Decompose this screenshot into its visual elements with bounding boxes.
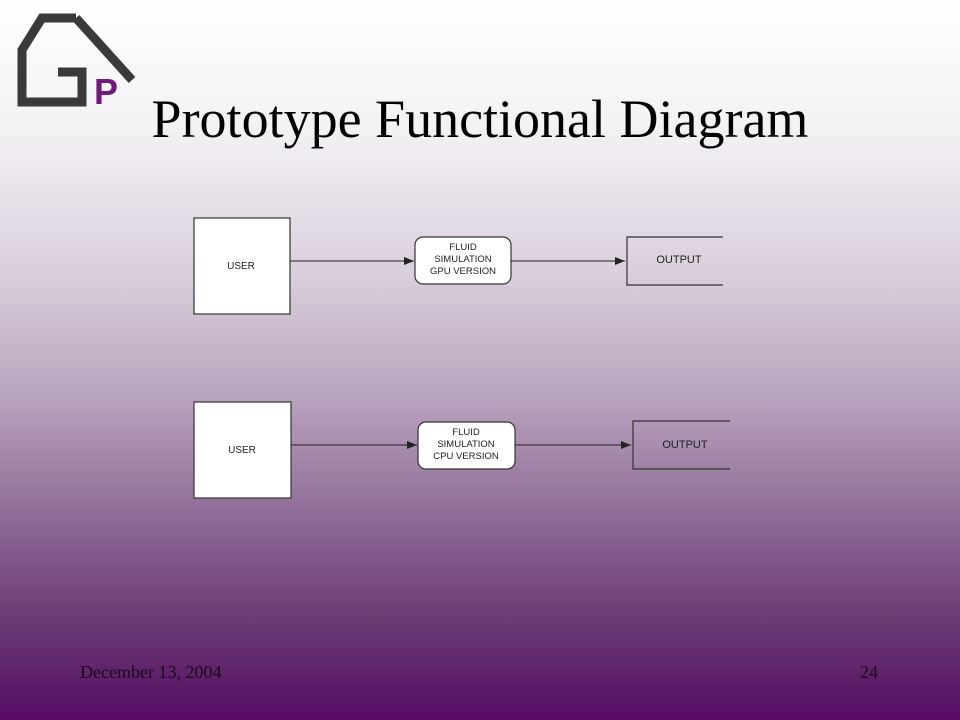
process-label-line3: GPU VERSION <box>430 266 496 277</box>
user-box <box>193 401 292 499</box>
user-box <box>193 217 291 315</box>
process-label-line2: SIMULATION <box>437 439 494 450</box>
output-label: OUTPUT <box>662 439 708 451</box>
logo-p-letter: P <box>94 71 118 110</box>
user-label: USER <box>228 445 256 456</box>
process-label-line3: CPU VERSION <box>433 451 499 462</box>
diagram-row-cpu: USER FLUID SIMULATION CPU VERSION OUTPUT <box>193 401 730 499</box>
process-label-line1: FLUID <box>449 242 477 253</box>
slide-title: Prototype Functional Diagram <box>151 89 809 149</box>
slide-number: 24 <box>860 662 878 682</box>
footer-date: December 13, 2004 <box>80 662 222 682</box>
logo-g-mark <box>17 13 136 107</box>
process-label-line1: FLUID <box>452 427 480 438</box>
output-box <box>626 236 723 286</box>
user-label: USER <box>227 261 255 272</box>
output-box <box>632 420 730 470</box>
process-label-line2: SIMULATION <box>434 254 491 265</box>
gp-logo: P <box>17 13 136 110</box>
output-label: OUTPUT <box>656 254 702 266</box>
diagram-row-gpu: USER FLUID SIMULATION GPU VERSION OUTPUT <box>193 217 723 315</box>
